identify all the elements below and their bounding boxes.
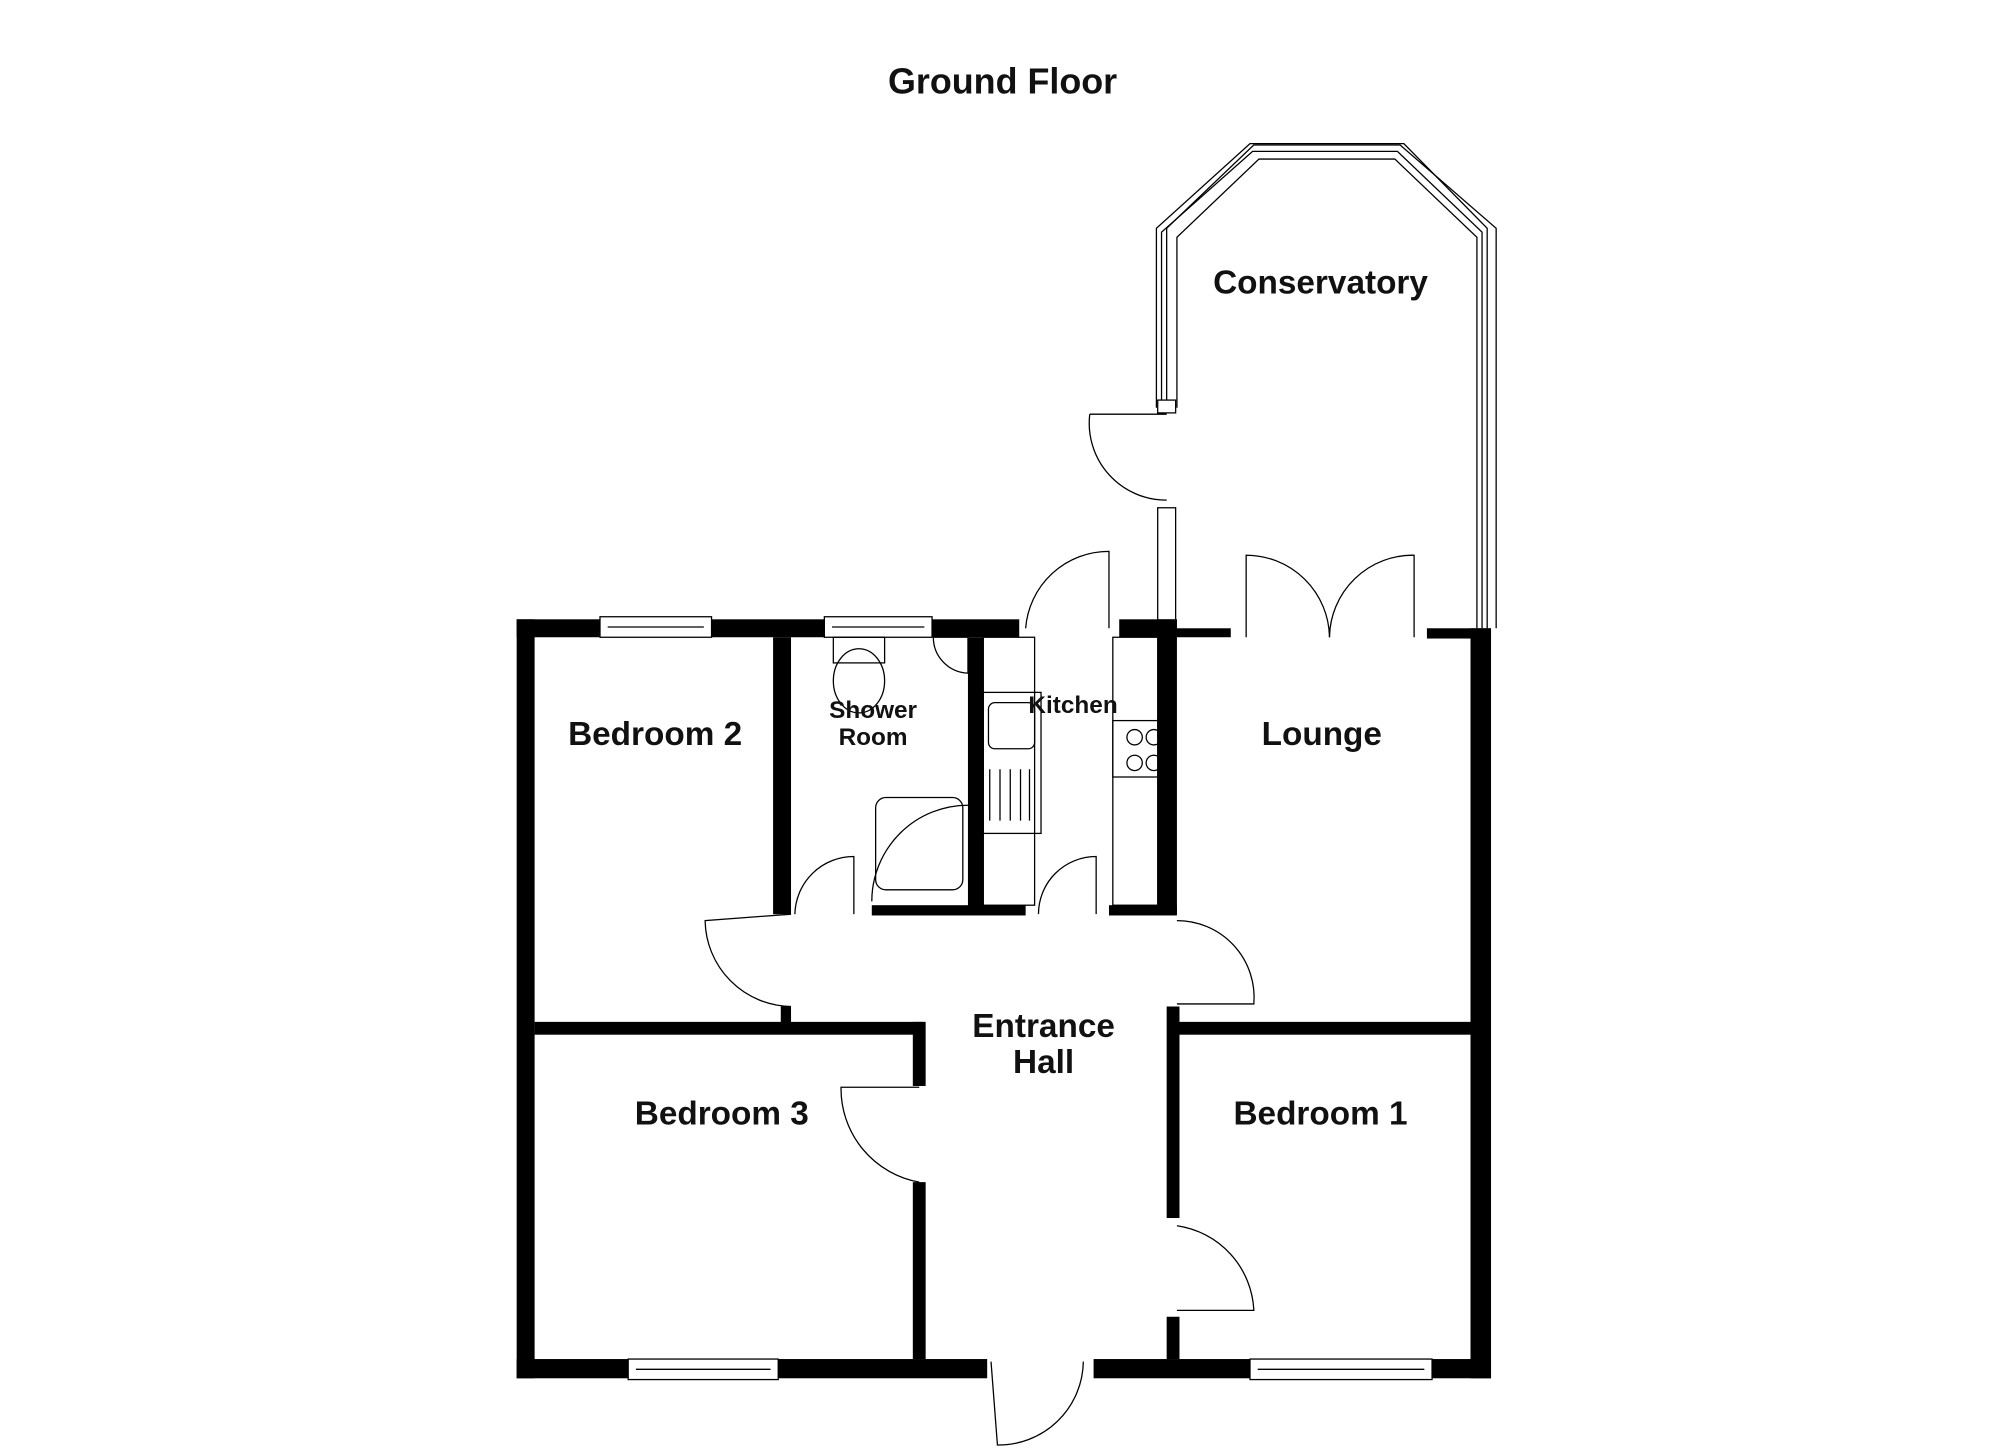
room-label-kitchen: Kitchen [1028, 692, 1117, 719]
conservatory-outline [1155, 143, 1497, 629]
room-label-bedroom-2: Bedroom 2 [568, 716, 742, 753]
doors [704, 550, 1415, 1446]
room-label-entrance-hall-line2: Hall [1013, 1044, 1074, 1081]
room-label-bedroom-1: Bedroom 1 [1233, 1095, 1407, 1132]
room-label-conservatory: Conservatory [1213, 265, 1428, 302]
room-label-shower-room-line1: Shower [829, 697, 917, 724]
room-label-lounge: Lounge [1262, 716, 1382, 753]
walls [516, 619, 1492, 1379]
plan-title: Ground Floor [888, 62, 1117, 102]
room-label-shower-room-line2: Room [839, 724, 908, 751]
room-label-bedroom-3: Bedroom 3 [635, 1095, 809, 1132]
fixtures [832, 636, 1173, 906]
windows [599, 616, 1433, 1381]
room-label-entrance-hall-line1: Entrance [972, 1008, 1115, 1045]
conservatory-door[interactable] [1088, 413, 1167, 501]
